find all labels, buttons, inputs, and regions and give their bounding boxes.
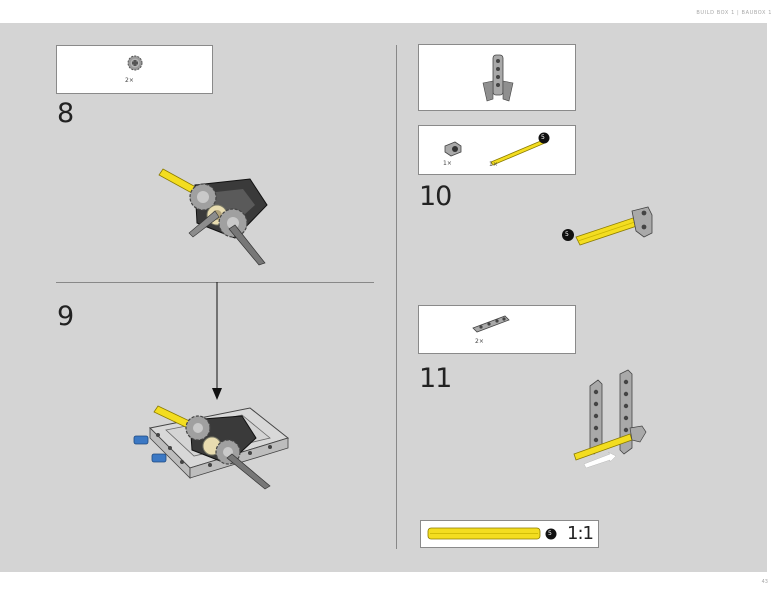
ruler-length-badge-icon [545, 528, 557, 540]
step9-number: 9 [57, 301, 74, 332]
column-divider-vertical [396, 45, 397, 549]
axle-ruler-box: 5 1:1 [420, 520, 599, 548]
step9-frame-assembly [133, 405, 290, 490]
gear-icon [127, 55, 143, 71]
ruler-scale-label: 1:1 [567, 523, 594, 544]
step10-parts-box: 1× 1× 5 [418, 125, 576, 175]
connector-block-icon [444, 141, 462, 157]
step10-part2-qty: 1× [489, 161, 498, 168]
step8-gearbox-assembly [158, 168, 268, 266]
down-arrow-icon [212, 282, 222, 400]
step8-number: 8 [57, 98, 74, 129]
subassembly-result-box [418, 44, 576, 111]
ruler-yellow-axle-icon [427, 527, 541, 540]
instruction-panel: 2× 8 9 [0, 23, 767, 572]
step11-frame-assembly [573, 369, 647, 469]
step10-part1-qty: 1× [443, 160, 452, 167]
page-number: 43 [761, 579, 768, 585]
axle-length-badge-icon [538, 132, 550, 144]
step11-parts-qty: 2× [475, 338, 484, 345]
header-label: BUILD BOX 1 | BAUBOX 1 [696, 10, 772, 16]
step11-parts-box: 2× [418, 305, 576, 354]
step11-number: 11 [419, 363, 452, 394]
step10-axle-length: 5 [541, 134, 545, 141]
step8-parts-qty: 2× [125, 77, 134, 84]
step8-parts-box: 2× [56, 45, 213, 94]
subassembly-beam-icon [482, 54, 514, 102]
ruler-axle-length: 5 [548, 530, 552, 537]
step10-callout-axle-length: 5 [565, 231, 569, 238]
step10-number: 10 [419, 181, 452, 212]
beam-icon [472, 315, 510, 333]
step-divider-horizontal [56, 282, 374, 283]
step10-axle-assembly [562, 206, 653, 246]
